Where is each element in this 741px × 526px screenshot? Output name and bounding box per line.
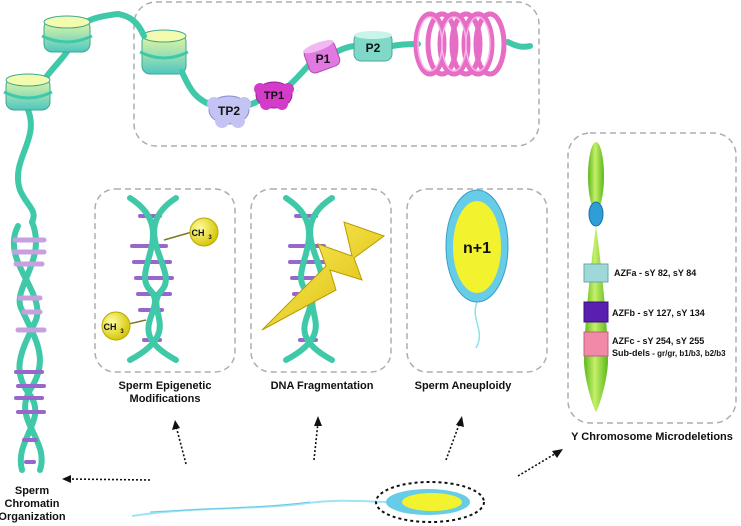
- protamine-panel: [133, 1, 540, 147]
- epigenetic-label-line2: Modifications: [130, 393, 201, 405]
- chromatin-rungs: [11, 237, 47, 333]
- p1-label: P1: [316, 52, 331, 66]
- y-microdeletions-label: Y Chromosome Microdeletions: [571, 431, 733, 443]
- lightning-bolt-icon: [261, 221, 386, 331]
- azfc-region: [583, 331, 609, 357]
- p1-protein: [303, 40, 341, 74]
- arrows: [67, 421, 559, 481]
- methyl-top-base: CH: [192, 228, 205, 238]
- nucleosome-3: [139, 29, 189, 75]
- tp1-protein: TP1: [254, 81, 294, 110]
- subdels-label: Sub-dels - gr/gr, b1/b3, b2/b3: [612, 348, 726, 358]
- svg-text:3: 3: [120, 329, 124, 335]
- chromatin-label-line3: Organization: [0, 511, 66, 523]
- chromatin-label-line2: Chromatin: [5, 498, 60, 510]
- aneuploidy-label: Sperm Aneuploidy: [415, 380, 513, 392]
- azfc-label: AZFc - sY 254, sY 255: [612, 336, 704, 346]
- methyl-bottom-sub: 3: [120, 329, 124, 335]
- aneuploidy-cell-label: n+1: [463, 240, 491, 257]
- epigenetic-label-line1: Sperm Epigenetic: [119, 380, 212, 392]
- svg-text:CH: CH: [104, 322, 117, 332]
- tp2-protein: TP2: [207, 95, 251, 128]
- p2-label: P2: [366, 41, 381, 55]
- aneuploidy-panel: [406, 188, 548, 373]
- tp2-label: TP2: [218, 104, 240, 118]
- chromatin-label-line1: Sperm: [15, 485, 49, 497]
- arrowheads: [62, 416, 563, 483]
- methyl-top-sub: 3: [208, 235, 212, 241]
- aneuploid-sperm: n+1: [445, 189, 509, 349]
- nucleosome-1: [3, 73, 53, 111]
- tp1-label: TP1: [264, 90, 284, 102]
- svg-text:CH: CH: [192, 228, 205, 238]
- azfb-label: AZFb - sY 127, sY 134: [612, 308, 705, 318]
- azfa-label: AZFa - sY 82, sY 84: [614, 268, 696, 278]
- nucleosome-2: [41, 15, 93, 53]
- sperm-cell: [131, 489, 470, 517]
- fragmentation-label: DNA Fragmentation: [271, 380, 374, 392]
- epigenetic-dna: [119, 195, 193, 363]
- methyl-group-top: CH 3: [189, 217, 219, 247]
- svg-text:3: 3: [208, 235, 212, 241]
- sperm-head-highlight: [375, 481, 485, 523]
- methyl-group-bottom: CH 3: [101, 311, 131, 341]
- azfb-region: [583, 301, 609, 323]
- chromatin-rungs-dark: [14, 370, 46, 464]
- epigenetic-panel: [94, 188, 236, 373]
- protamine-toroid: [413, 11, 507, 77]
- methyl-bottom-base: CH: [104, 322, 117, 332]
- p2-protein: [353, 31, 393, 62]
- y-chromosome-panel: [567, 132, 737, 424]
- azfa-region: [583, 263, 609, 283]
- fragmentation-panel: [250, 188, 392, 373]
- toroid-highlight: [417, 16, 491, 72]
